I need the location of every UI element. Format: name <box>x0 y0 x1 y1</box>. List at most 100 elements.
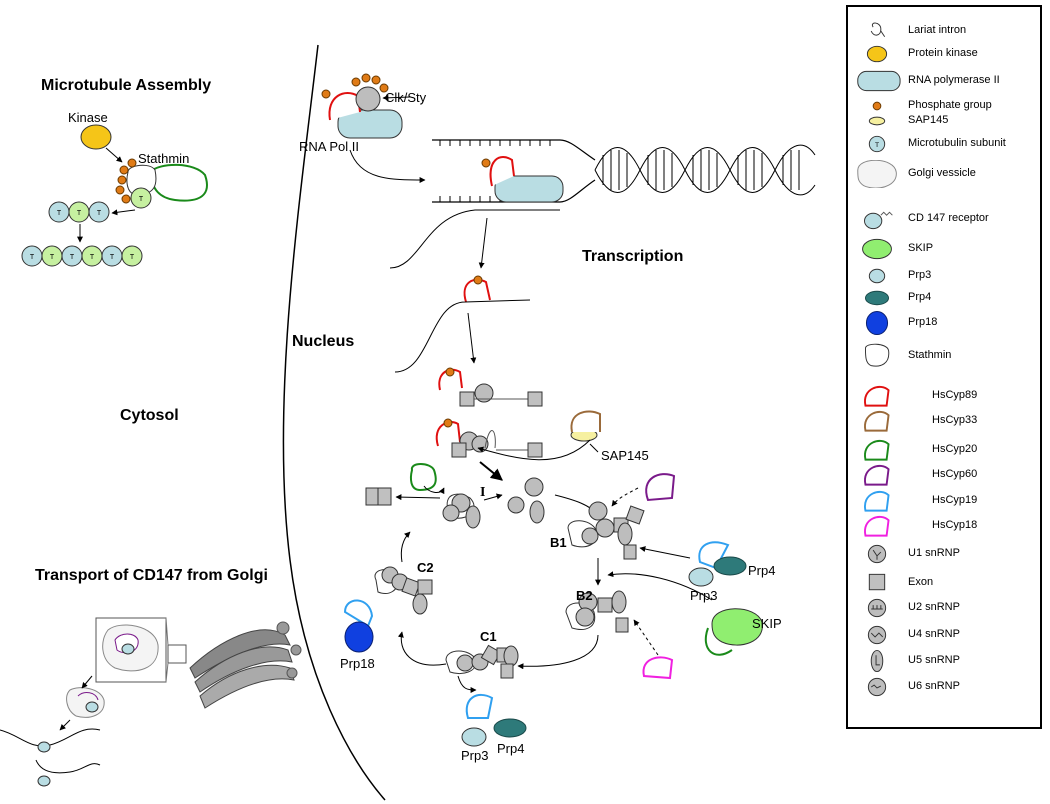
u2-snrnp-icon <box>852 594 902 622</box>
kinase-icon <box>80 124 112 150</box>
svg-text:T: T <box>130 254 135 261</box>
legend-item-u6-snrnp: U6 snRNP <box>848 677 1040 697</box>
svg-text:T: T <box>50 254 55 261</box>
microtubulin-subunit-icon: T <box>852 130 902 158</box>
legend-item-skip: SKIP <box>848 238 1040 260</box>
legend-item-golgi-vessicle: Golgi vessicle <box>848 159 1040 189</box>
stage-b2-label: B2 <box>576 588 593 603</box>
hscyp18-icon <box>852 512 902 540</box>
golgi-vessicle-icon <box>852 159 902 189</box>
legend-label: Prp18 <box>908 316 938 328</box>
rna-polymerase-icon <box>852 67 902 95</box>
prp3-top-label: Prp3 <box>690 588 717 603</box>
legend-label: CD 147 receptor <box>908 212 989 224</box>
stathmin-icon <box>126 164 157 196</box>
svg-text:T: T <box>57 210 62 217</box>
stathmin-icon <box>852 342 902 370</box>
legend-label: SKIP <box>908 242 934 254</box>
legend-label: HsCyp33 <box>932 414 978 426</box>
exon-icon <box>852 569 902 597</box>
stage-c2-label: C2 <box>417 560 434 575</box>
legend-item-stathmin: Stathmin <box>848 343 1040 367</box>
stage-b1-label: B1 <box>550 535 567 550</box>
svg-text:T: T <box>97 210 102 217</box>
prp4-icon <box>713 556 747 576</box>
hscyp19-icon <box>465 693 494 719</box>
legend-item-hscyp19: HsCyp19 <box>848 490 1040 512</box>
prp3-icon <box>852 262 902 290</box>
golgi-transport-illustration <box>0 617 302 787</box>
legend-label: Stathmin <box>908 349 952 361</box>
legend-label: HsCyp60 <box>932 468 978 480</box>
phosphate-group-icon <box>852 92 902 120</box>
legend-item-hscyp33: HsCyp33 <box>848 410 1040 432</box>
legend-label: HsCyp18 <box>932 519 978 531</box>
transcription-illustration <box>321 73 816 373</box>
legend-label: HsCyp20 <box>932 443 978 455</box>
legend-label: Golgi vessicle <box>908 167 976 179</box>
hscyp33-icon <box>852 407 902 435</box>
legend-item-u5-snrnp: U5 snRNP <box>848 649 1040 673</box>
legend-item-hscyp89: HsCyp89 <box>848 385 1040 407</box>
legend-label: Lariat intron <box>908 24 967 36</box>
stage-i-label: I <box>480 485 485 500</box>
stathmin-label: Stathmin <box>138 151 189 166</box>
prp4-top-label: Prp4 <box>748 563 775 578</box>
svg-text:T: T <box>90 254 95 261</box>
legend-item-phosphate-group: Phosphate group <box>848 96 1040 116</box>
u4-snrnp-icon <box>852 621 902 649</box>
legend-item-hscyp20: HsCyp20 <box>848 439 1040 461</box>
protein-kinase-clk-sty <box>355 86 381 112</box>
legend-label: Prp3 <box>908 269 932 281</box>
prp18-icon <box>344 621 374 653</box>
legend-item-lariat-intron: Lariat intron <box>848 21 1040 41</box>
legend-label: RNA polymerase II <box>908 74 1000 86</box>
legend-label: SAP145 <box>908 114 949 126</box>
u6-snrnp-icon <box>852 673 902 701</box>
legend-label: Exon <box>908 576 934 588</box>
skip-icon <box>852 235 902 263</box>
hscyp20-icon <box>852 436 902 464</box>
legend-item-cd147-receptor: CD 147 receptor <box>848 209 1040 230</box>
legend-item-prp4: Prp4 <box>848 288 1040 308</box>
nuclear-membrane <box>282 44 386 801</box>
hscyp60-icon <box>852 461 902 489</box>
legend-item-u1-snrnp: U1 snRNP <box>848 544 1040 564</box>
legend-item-prp18: Prp18 <box>848 310 1040 336</box>
spliceosome-cycle <box>343 367 763 747</box>
legend-label: U4 snRNP <box>908 628 960 640</box>
prp3-bottom-label: Prp3 <box>461 748 488 763</box>
legend-label: HsCyp19 <box>932 494 978 506</box>
legend-item-u4-snrnp: U4 snRNP <box>848 625 1040 645</box>
svg-text:T: T <box>30 254 35 261</box>
svg-text:T: T <box>110 254 115 261</box>
transcription-label: Transcription <box>582 248 683 265</box>
legend-label: U2 snRNP <box>908 601 960 613</box>
lariat-intron-icon <box>852 17 902 45</box>
legend-item-prp3: Prp3 <box>848 266 1040 286</box>
prp4-icon <box>852 284 902 312</box>
rna-pol-label: RNA Pol II <box>299 139 359 154</box>
prp18-icon <box>852 309 902 337</box>
microtubule-title: Microtubule Assembly <box>41 77 211 94</box>
legend-item-sap145: SAP145 <box>848 111 1040 131</box>
legend-item-hscyp18: HsCyp18 <box>848 515 1040 537</box>
prp4-bottom-label: Prp4 <box>497 741 524 756</box>
kinase-label: Kinase <box>68 110 108 125</box>
sap145-label: SAP145 <box>601 448 649 463</box>
stathmin-hscyp20-complex <box>148 163 208 202</box>
legend-item-microtubulin-subunit: T Microtubulin subunit <box>848 134 1040 154</box>
skip-icon <box>711 608 763 646</box>
u5-snrnp-icon <box>852 647 902 675</box>
prp18-label: Prp18 <box>340 656 375 671</box>
legend-item-protein-kinase: Protein kinase <box>848 44 1040 64</box>
svg-text:T: T <box>875 142 879 149</box>
skip-label: SKIP <box>752 616 782 631</box>
cd147-receptor-icon <box>852 205 902 233</box>
prp3-icon <box>688 567 714 587</box>
legend-label: Microtubulin subunit <box>908 137 1006 149</box>
legend-label: U5 snRNP <box>908 654 960 666</box>
clk-sty-label: Clk/Sty <box>385 90 427 105</box>
legend-item-exon: Exon <box>848 573 1040 593</box>
